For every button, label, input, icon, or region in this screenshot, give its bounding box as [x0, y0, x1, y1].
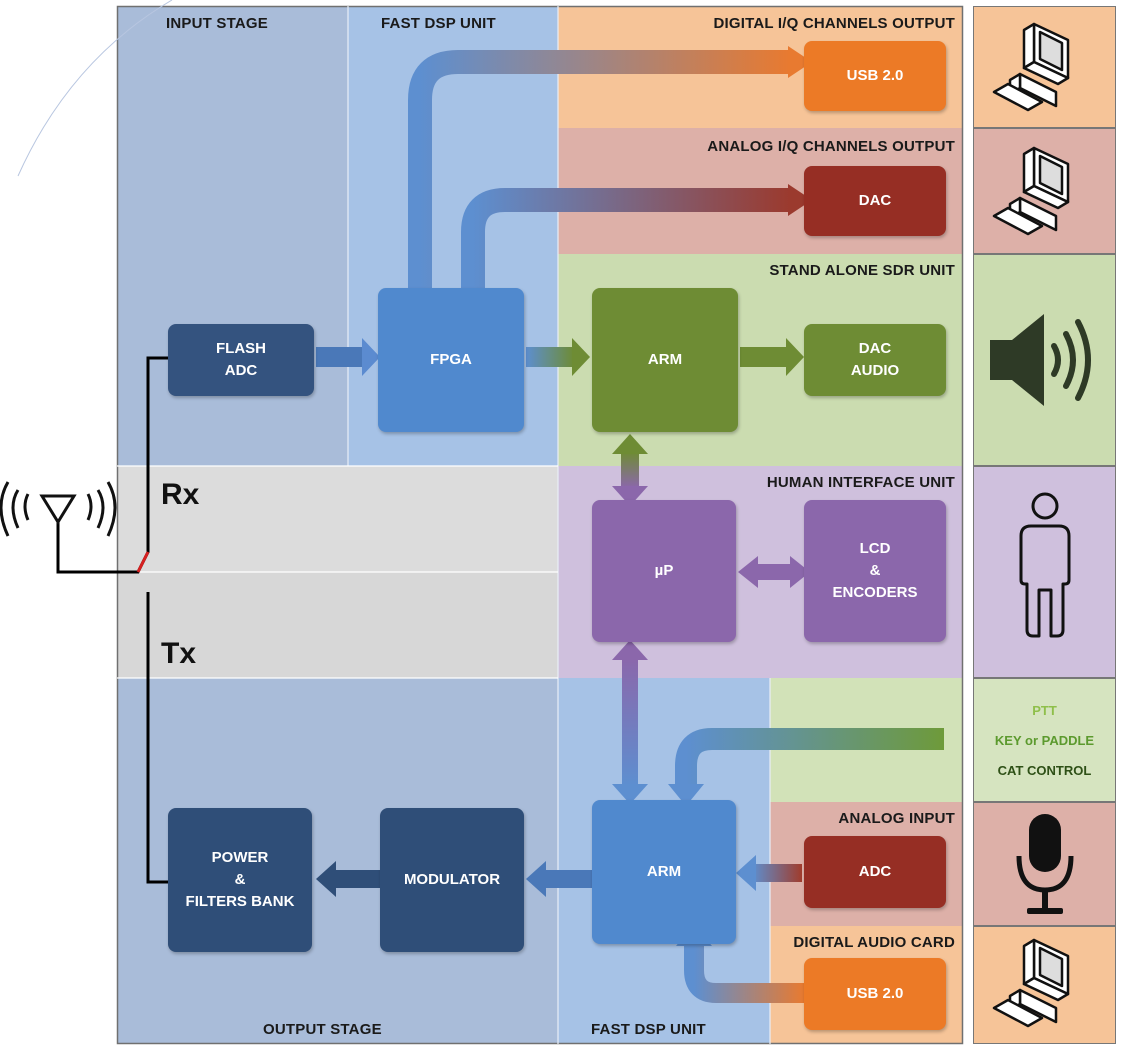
digital-audio-header: DIGITAL AUDIO CARD [793, 934, 955, 951]
rx-label: Rx [161, 478, 200, 511]
ptt-label: PTT [1032, 703, 1057, 718]
arm-bottom-block: ARM [592, 800, 736, 944]
adc-block: ADC [804, 836, 946, 908]
analog-iq-header: ANALOG I/Q CHANNELS OUTPUT [707, 138, 955, 155]
microprocessor-block: µP [592, 500, 736, 642]
side-cell-person [973, 466, 1116, 678]
speaker-icon [990, 314, 1091, 406]
computer-icon [992, 146, 1070, 236]
standalone-header: STAND ALONE SDR UNIT [769, 262, 955, 279]
arrow-usb-arm [684, 944, 804, 1003]
cat-control-label: CAT CONTROL [997, 763, 1092, 778]
person-icon [1019, 492, 1071, 638]
power-filters-block: POWER & FILTERS BANK [168, 808, 312, 952]
analog-input-header: ANALOG INPUT [838, 810, 955, 827]
fast-dsp-bottom-header: FAST DSP UNIT [591, 1021, 706, 1038]
usb-bottom-block: USB 2.0 [804, 958, 946, 1030]
dac-block: DAC [804, 166, 946, 236]
computer-icon [992, 938, 1070, 1028]
fast-dsp-top-header: FAST DSP UNIT [381, 15, 496, 32]
tx-band [117, 572, 558, 678]
tx-label: Tx [161, 637, 197, 670]
input-stage-header: INPUT STAGE [166, 15, 268, 32]
arrow-fpga-usb [408, 50, 790, 288]
arrow-control-arm [675, 728, 944, 786]
arrow-fpga-dac [461, 188, 790, 288]
rx-band [117, 466, 558, 572]
digital-iq-header: DIGITAL I/Q CHANNELS OUTPUT [713, 15, 955, 32]
modulator-block: MODULATOR [380, 808, 524, 952]
microphone-icon [1016, 814, 1074, 914]
dac-audio-block: DAC AUDIO [804, 324, 946, 396]
antenna-icon [0, 481, 117, 537]
human-interface-header: HUMAN INTERFACE UNIT [766, 474, 955, 491]
fpga-block: FPGA [378, 288, 524, 432]
output-stage-header: OUTPUT STAGE [263, 1021, 382, 1038]
side-cell-speaker [973, 254, 1116, 466]
computer-icon [992, 22, 1070, 112]
side-cell-controls: PTT KEY or PADDLE CAT CONTROL [973, 678, 1116, 802]
lcd-encoders-block: LCD & ENCODERS [804, 500, 946, 642]
usb-top-block: USB 2.0 [804, 41, 946, 111]
arm-top-block: ARM [592, 288, 738, 432]
flash-adc-block: FLASH ADC [168, 324, 314, 396]
key-paddle-label: KEY or PADDLE [994, 733, 1095, 748]
